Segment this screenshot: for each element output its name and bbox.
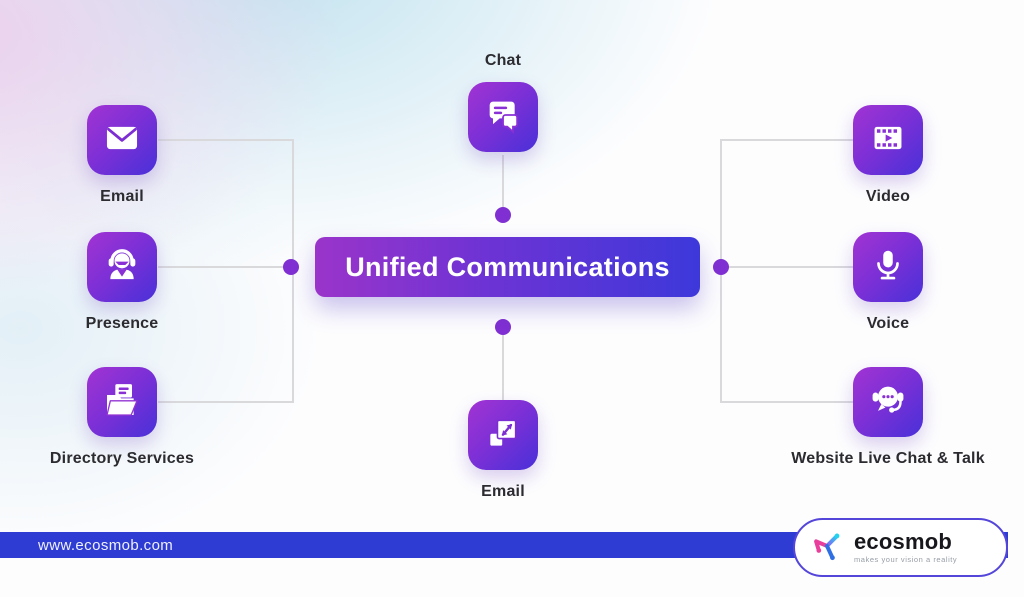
right-connector-video (721, 139, 853, 141)
headset-chat-icon (868, 380, 908, 425)
node-chat: Chat (398, 52, 608, 152)
node-label: Email (481, 483, 525, 500)
microphone-icon (869, 246, 907, 289)
node-presence: Presence (17, 232, 227, 333)
left-connector-email (158, 139, 294, 141)
node-label: Video (865, 188, 911, 205)
node-voice: Voice (783, 232, 993, 333)
node-label: Presence (85, 315, 159, 332)
top-connector-dot (495, 207, 511, 223)
envelope-icon (103, 119, 141, 162)
video-tile (853, 105, 923, 175)
presence-tile (87, 232, 157, 302)
node-label: Voice (866, 315, 910, 332)
node-label: Directory Services (49, 450, 195, 467)
right-connector-dot (713, 259, 729, 275)
ecosmob-logo-icon (807, 525, 847, 570)
left-connector-directory (158, 401, 294, 403)
node-label: Chat (484, 52, 522, 69)
top-vertical-connector (502, 155, 504, 216)
right-connector-livechat (721, 401, 853, 403)
chat-bubbles-icon (483, 95, 523, 140)
folder-documents-icon (102, 380, 142, 425)
node-directory-services: Directory Services (17, 367, 227, 468)
node-label: Website Live Chat & Talk (791, 450, 985, 467)
directory-tile (87, 367, 157, 437)
expand-squares-icon (484, 414, 522, 457)
film-play-icon (869, 119, 907, 162)
node-website-live-chat: Website Live Chat & Talk (783, 367, 993, 468)
node-video: Video (783, 105, 993, 206)
email-expand-tile (468, 400, 538, 470)
email-tile (87, 105, 157, 175)
brand-name: ecosmob (854, 529, 952, 555)
brand-tagline: makes your vision a reality (854, 555, 958, 565)
bottom-connector-dot (495, 319, 511, 335)
support-agent-icon (102, 245, 142, 290)
left-connector-presence (158, 266, 292, 268)
node-label: Email (100, 188, 144, 205)
brand-logo-badge: ecosmob makes your vision a reality (793, 518, 1008, 577)
bottom-vertical-connector (502, 328, 504, 400)
left-connector-dot (283, 259, 299, 275)
right-connector-voice (728, 266, 853, 268)
node-email-bottom: Email (398, 400, 608, 501)
diagram-title: Unified Communications (345, 251, 670, 282)
chat-tile (468, 82, 538, 152)
unified-communications-banner: Unified Communications (315, 237, 700, 297)
website-url: www.ecosmob.com (38, 536, 174, 554)
live-chat-tile (853, 367, 923, 437)
node-email-left: Email (17, 105, 227, 206)
voice-tile (853, 232, 923, 302)
